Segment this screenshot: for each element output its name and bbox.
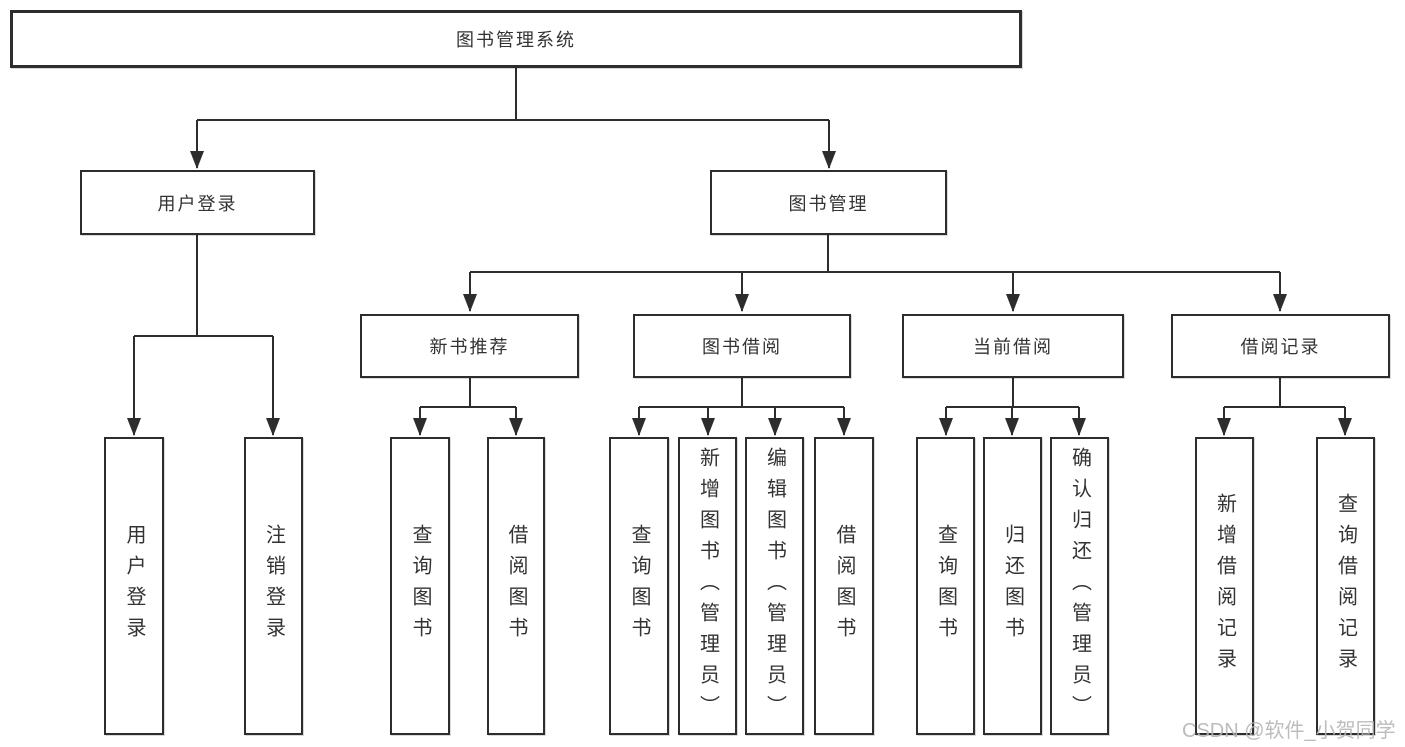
connector-bookmgmt-trunk (470, 235, 1280, 273)
node-leaf-query-books-current: 查询图书 (916, 437, 975, 735)
leaf-label: 编辑图书（管理员） (763, 446, 786, 726)
node-leaf-borrow-books-recommend: 借阅图书 (487, 437, 545, 735)
connector-root-trunk (197, 68, 829, 121)
leaf-label: 用户登录 (123, 524, 145, 648)
leaf-label: 新增借阅记录 (1213, 493, 1236, 679)
node-leaf-return-books: 归还图书 (983, 437, 1042, 735)
connector-current-trunk (946, 378, 1079, 408)
csdn-watermark: CSDN @软件_小贺同学 (1182, 720, 1396, 742)
node-leaf-logout: 注销登录 (244, 437, 303, 735)
leaf-label: 查询图书 (934, 524, 957, 648)
node-book-borrowing: 图书借阅 (633, 314, 851, 378)
connector-newbook-trunk (420, 378, 516, 408)
node-new-book-recommend: 新书推荐 (360, 314, 579, 378)
leaf-label: 查询图书 (628, 524, 650, 648)
connector-userlogin-trunk (134, 235, 273, 337)
node-leaf-user-login: 用户登录 (104, 437, 164, 735)
node-borrow-records: 借阅记录 (1171, 314, 1390, 378)
node-book-management: 图书管理 (710, 170, 947, 235)
leaf-label: 查询借阅记录 (1334, 493, 1357, 679)
leaf-label: 借阅图书 (505, 524, 527, 648)
node-current-borrowing: 当前借阅 (902, 314, 1124, 378)
node-leaf-query-borrow-record: 查询借阅记录 (1316, 437, 1375, 735)
leaf-label: 归还图书 (1001, 524, 1024, 648)
node-leaf-borrow-books-borrowing: 借阅图书 (814, 437, 874, 735)
leaf-label: 新增图书（管理员） (696, 446, 719, 726)
node-leaf-add-borrow-record: 新增借阅记录 (1195, 437, 1254, 735)
leaf-label: 确认归还（管理员） (1068, 446, 1091, 726)
leaf-label: 注销登录 (262, 524, 285, 648)
leaf-label: 借阅图书 (833, 524, 855, 648)
connector-records-trunk (1224, 378, 1345, 408)
node-leaf-edit-books-admin: 编辑图书（管理员） (745, 437, 804, 735)
connector-borrowing-trunk (639, 378, 844, 408)
node-user-login: 用户登录 (80, 170, 315, 235)
leaf-label: 查询图书 (409, 524, 431, 648)
node-leaf-query-books-borrowing: 查询图书 (609, 437, 669, 735)
node-library-management-system: 图书管理系统 (10, 10, 1022, 68)
node-leaf-query-books-recommend: 查询图书 (390, 437, 450, 735)
node-leaf-add-books-admin: 新增图书（管理员） (678, 437, 737, 735)
node-leaf-confirm-return-admin: 确认归还（管理员） (1050, 437, 1109, 735)
